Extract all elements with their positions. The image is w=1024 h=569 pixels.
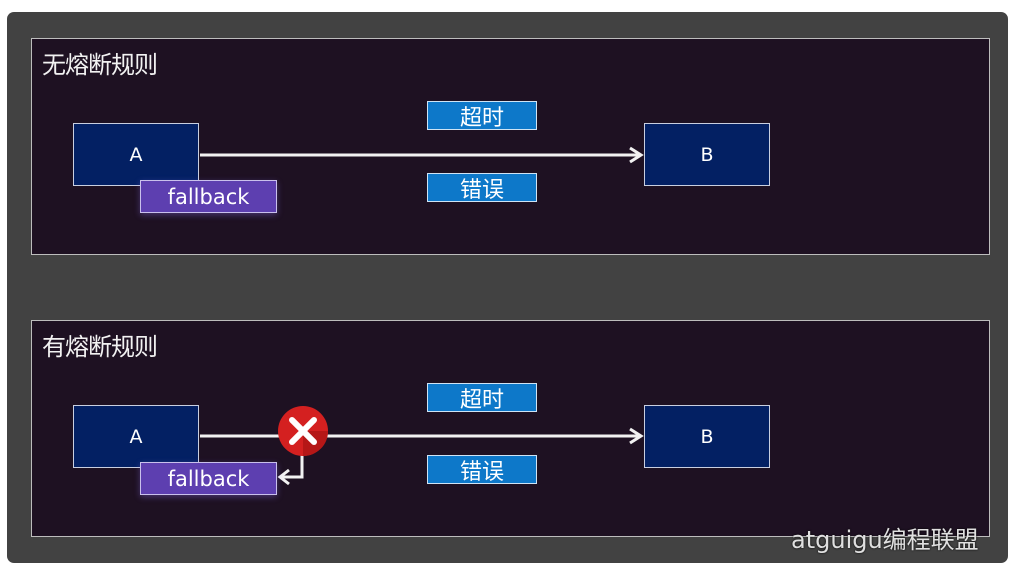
arrow-head [629, 427, 644, 445]
panel-title: 无熔断规则 [42, 51, 158, 79]
timeout-tag: 超时 [427, 101, 537, 131]
watermark: atguigu编程联盟 [791, 526, 979, 554]
fallback-box: fallback [140, 462, 277, 495]
node-b: B [644, 123, 770, 186]
arrow-head [629, 146, 644, 164]
error-tag: 错误 [427, 173, 537, 203]
timeout-tag: 超时 [427, 383, 537, 413]
circuit-breaker-x-icon [278, 406, 328, 456]
error-tag: 错误 [427, 455, 537, 485]
panel-title: 有熔断规则 [42, 333, 158, 361]
fallback-box: fallback [140, 180, 277, 213]
node-a: A [73, 123, 199, 186]
arrow-head [277, 468, 290, 486]
node-a: A [73, 405, 199, 468]
node-b: B [644, 405, 770, 468]
